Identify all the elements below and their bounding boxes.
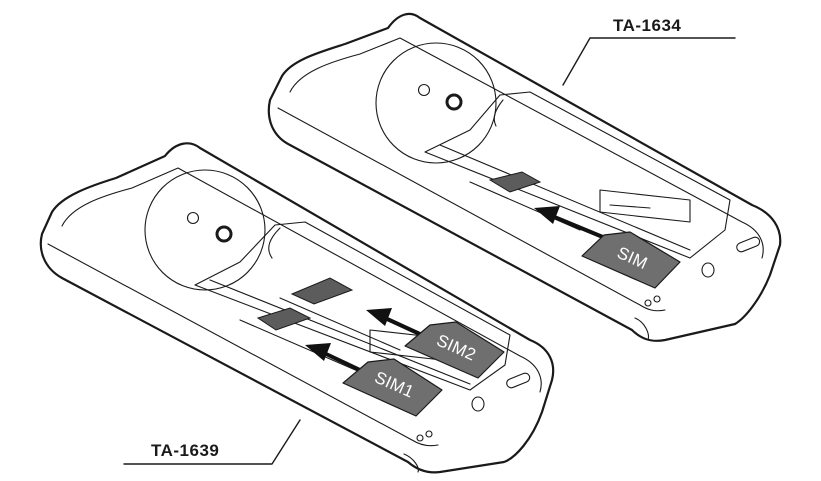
leader-line-top	[563, 38, 735, 85]
label-top-model: TA-1634	[613, 16, 681, 35]
label-bottom-model: TA-1639	[151, 441, 219, 460]
phone-bottom-lens-icon	[217, 227, 231, 241]
phone-top-lens-icon	[447, 95, 461, 109]
